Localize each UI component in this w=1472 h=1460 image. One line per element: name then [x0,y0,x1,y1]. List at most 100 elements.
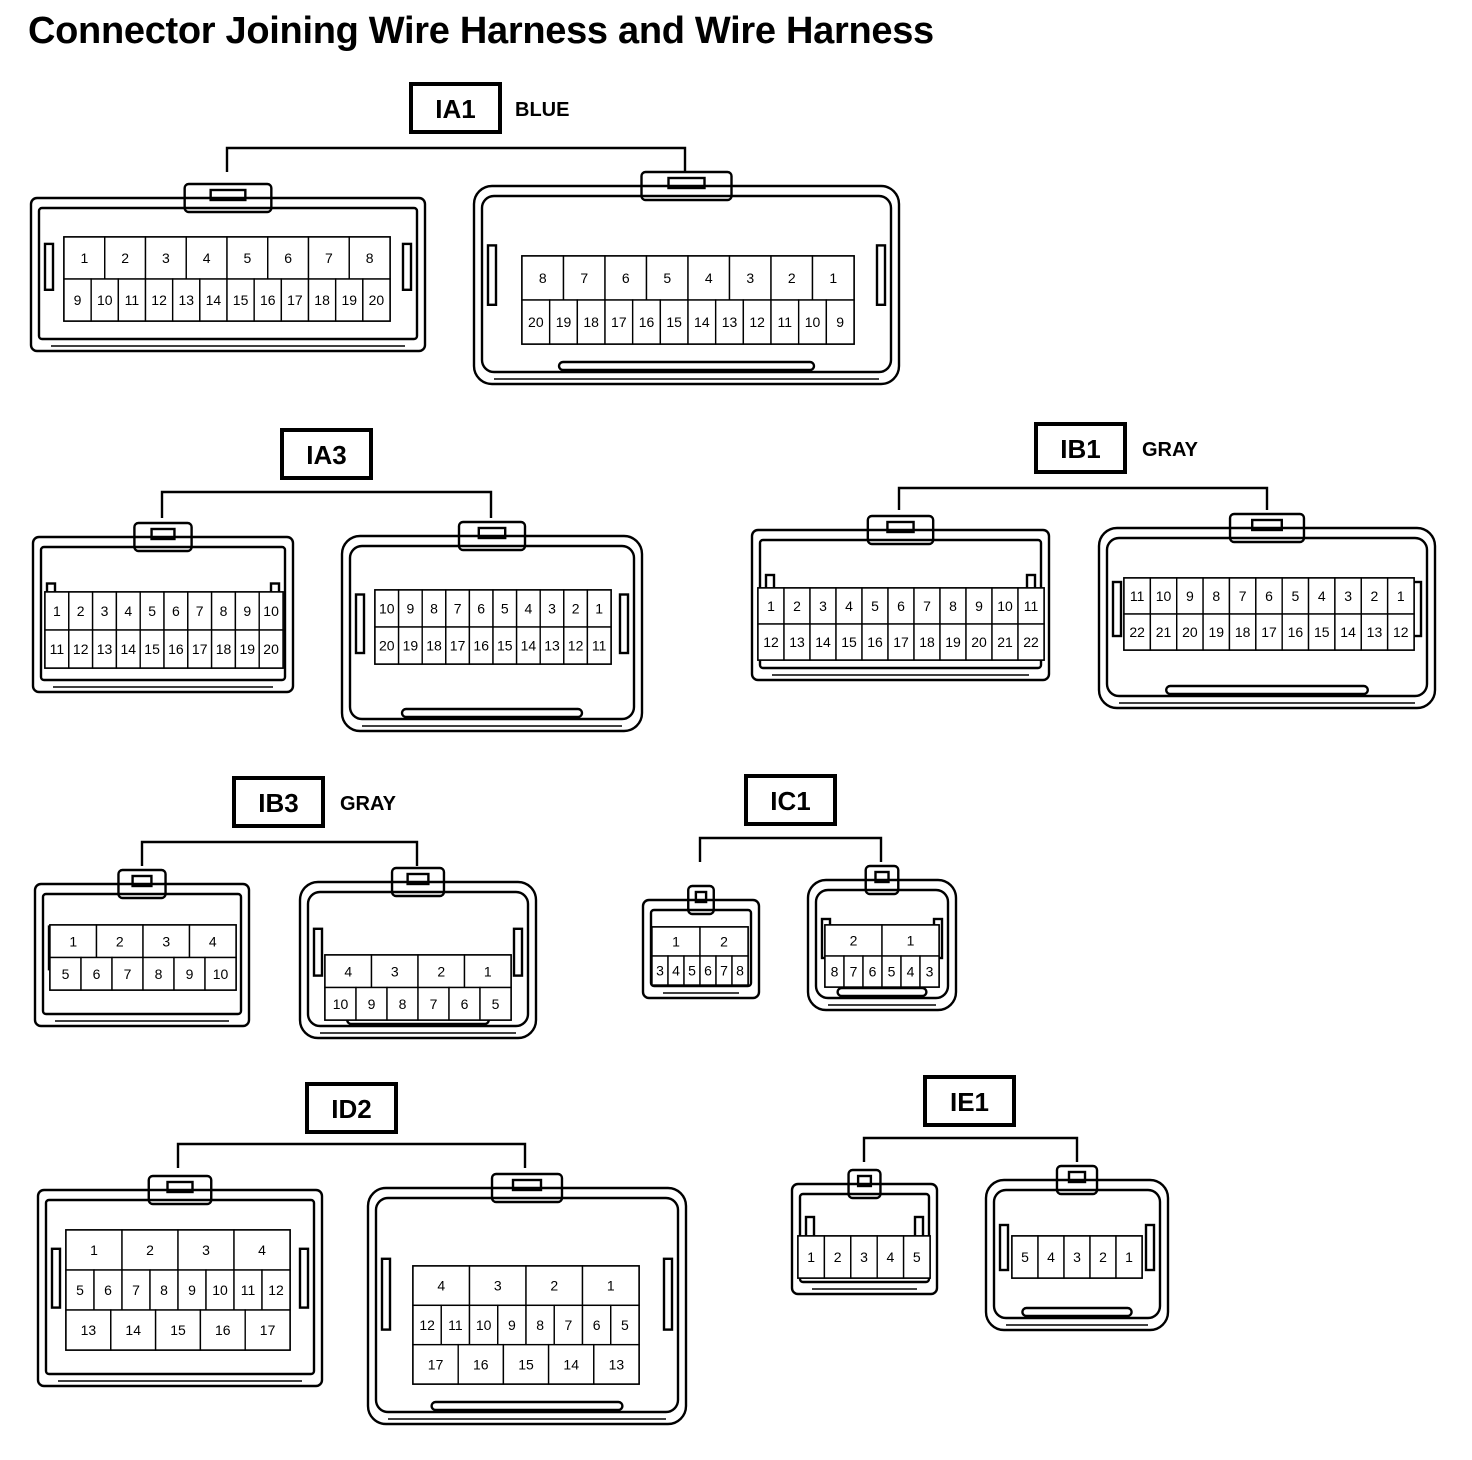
pin-number: 8 [160,1282,168,1298]
pin-number: 6 [897,598,905,614]
pin-cavity [144,278,174,322]
pin-number: 13 [722,314,738,330]
pin-number: 20 [263,641,279,657]
pin-number: 3 [860,1249,868,1265]
pin-number: 21 [1156,624,1172,640]
pin-number: 17 [192,641,208,657]
pin-number: 5 [663,270,671,286]
pin-number: 7 [1239,588,1247,604]
pin-number: 6 [477,601,485,617]
pin-number: 8 [536,1317,544,1333]
pin-number: 8 [1212,588,1220,604]
pin-number: 22 [1129,624,1145,640]
pin-cavity [809,623,837,661]
connector-label-box [305,1082,398,1134]
pin-cavity [811,255,855,301]
pin-number: 21 [997,634,1013,650]
pin-number: 20 [528,314,544,330]
pin-number: 6 [93,966,101,982]
pin-number: 1 [807,1249,815,1265]
pin-cavity [154,1309,202,1351]
pin-number: 8 [366,250,374,266]
pin-cavity [463,954,512,989]
pin-number: 12 [1393,624,1409,640]
pin-number: 10 [997,598,1013,614]
pin-cavity [142,924,191,959]
pair-bracket [698,836,883,862]
pin-number: 13 [789,634,805,650]
pin-number: 1 [53,603,61,619]
pin-cavity [1017,623,1045,661]
pin-number: 3 [202,1242,210,1258]
pin-number: 15 [666,314,682,330]
pin-number: 4 [672,963,680,979]
pin-cavity [177,1229,235,1271]
pin-cavity [1202,613,1231,651]
pin-cavity [502,1343,550,1385]
pin-number: 17 [893,634,909,650]
pin-cavity [1115,1235,1143,1279]
pin-cavity [199,278,228,322]
pin-cavity [576,299,606,345]
pin-number: 17 [611,314,627,330]
pin-number: 2 [437,963,445,979]
pin-number: 18 [314,292,330,308]
pin-number: 2 [850,933,858,949]
pin-cavity [1334,613,1362,651]
pin-number: 17 [287,292,303,308]
pin-number: 2 [116,933,124,949]
pin-number: 19 [945,634,961,650]
pin-cavity [479,986,512,1021]
pin-number: 2 [1099,1249,1107,1265]
pin-number: 1 [484,963,492,979]
pin-number: 20 [379,638,395,654]
pin-cavity [525,1265,584,1307]
pin-cavity [548,299,579,345]
pin-number: 3 [1344,588,1352,604]
pin-number: 15 [233,292,249,308]
pin-cavity [1176,577,1204,615]
connector-label-box [923,1075,1016,1127]
pin-cavity [457,1343,505,1385]
pin-number: 6 [869,964,877,980]
connector-label-box [744,774,837,826]
pin-cavity [121,1229,179,1271]
pin-number: 16 [168,641,184,657]
pin-number: 13 [609,1356,625,1372]
pin-number: 11 [778,314,793,330]
pin-number: 3 [746,270,754,286]
pin-number: 10 [1156,588,1172,604]
pin-number: 9 [836,314,844,330]
pin-number: 14 [121,641,137,657]
connector-label-box [1034,422,1127,474]
pin-cavity [142,956,175,991]
pin-number: 3 [656,963,664,979]
pin-number: 16 [867,634,883,650]
pin-number: 3 [548,601,556,617]
pin-cavity [1176,613,1204,651]
pin-number: 2 [146,1242,154,1258]
pin-number: 5 [62,966,70,982]
pin-cavity [991,623,1019,661]
pin-cavity [1123,613,1152,651]
pin-cavity [324,986,357,1021]
pin-number: 16 [473,1356,489,1372]
pin-cavity [861,623,889,661]
pin-cavity [797,1235,826,1279]
connector-code: ID2 [331,1094,371,1124]
pin-cavity [757,623,785,661]
pin-cavity [1149,613,1178,651]
